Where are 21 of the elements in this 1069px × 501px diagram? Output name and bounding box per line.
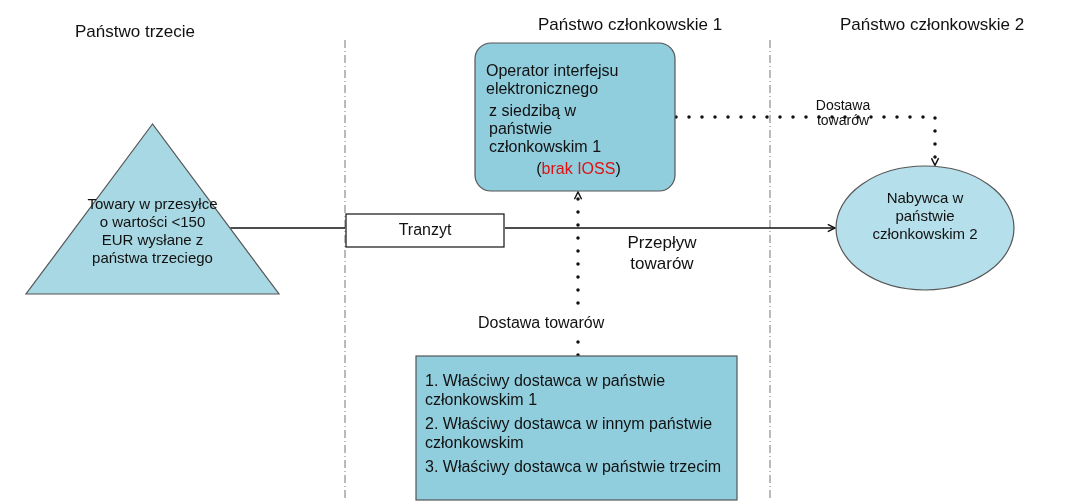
node-text: Tranzyt	[397, 221, 453, 239]
ellipse-shape	[835, 165, 1015, 291]
rounded-box	[474, 42, 676, 192]
region-heading: Państwo trzecie	[75, 22, 195, 42]
edge-label: Dostawa towarów	[478, 313, 605, 332]
dotted-arrow	[573, 190, 583, 357]
edge-label: Przepływ towarów	[626, 232, 698, 274]
arrow	[504, 223, 836, 233]
region-heading: Państwo członkowskie 2	[840, 15, 1025, 35]
region-heading: Państwo członkowskie 1	[538, 15, 723, 35]
node-text: 2. Właściwy dostawca w innym państwie członkowskim	[425, 414, 714, 452]
node-text: Towary w przesyłce o wartości <150 EUR wysłane z państwa trzeciego	[86, 195, 219, 267]
node-text: (brak IOSS)	[535, 160, 622, 178]
triangle-shape	[25, 123, 280, 295]
edge-label: Dostawa towarów	[814, 98, 872, 128]
process-box	[345, 213, 505, 248]
node-text: Nabywca w państwie członkowskim 2	[871, 189, 979, 243]
process-box	[415, 355, 738, 501]
node-text: z siedzibą w państwie członkowskim 1	[488, 102, 603, 156]
node-text: 3. Właściwy dostawca w państwie trzecim	[425, 457, 723, 476]
node-text: 1. Właściwy dostawca w państwie członkowskim 1	[425, 371, 667, 409]
